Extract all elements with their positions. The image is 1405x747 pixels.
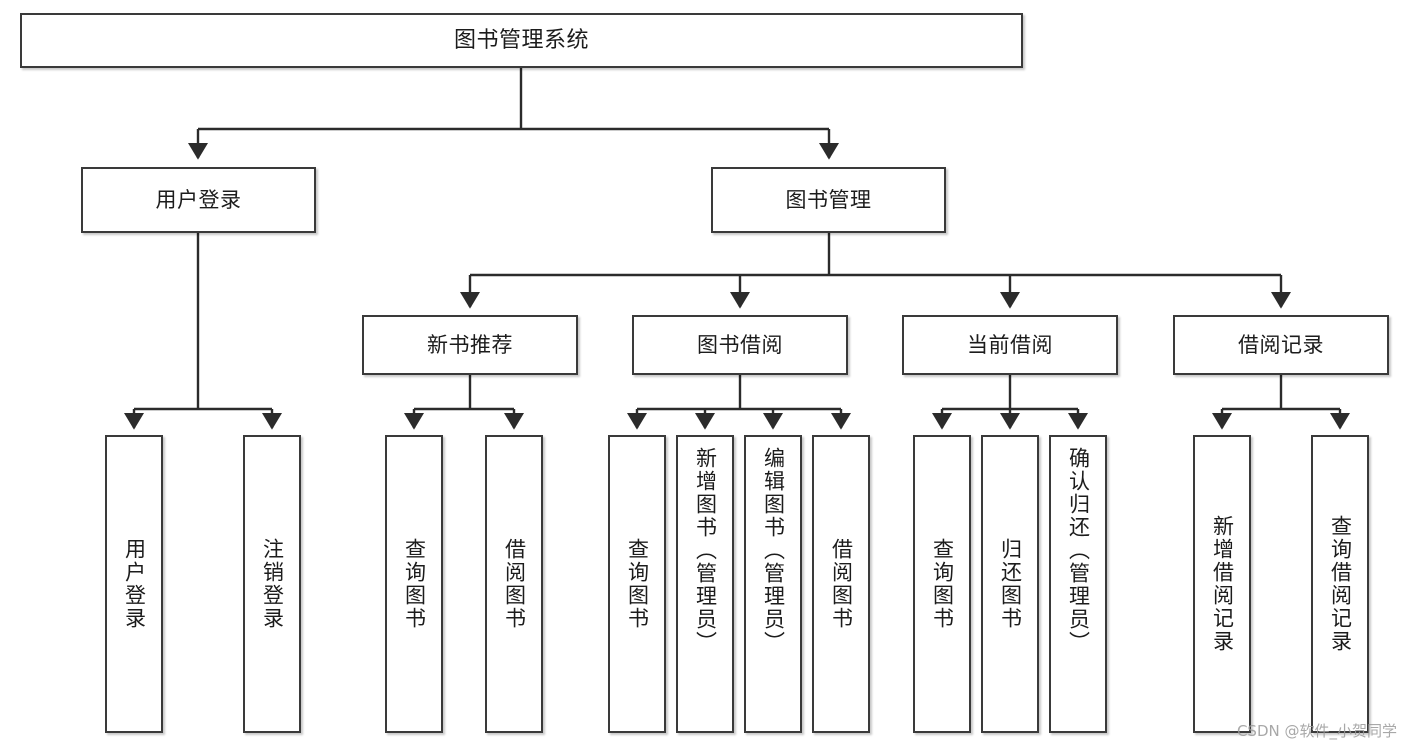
- leaf-new-book-query[interactable]: 查询图书: [385, 435, 443, 733]
- node-new-book-recommend[interactable]: 新书推荐: [362, 315, 578, 375]
- node-root-book-management-system[interactable]: 图书管理系统: [20, 13, 1023, 68]
- node-label: 图书借阅: [697, 332, 783, 357]
- leaf-label: 查询图书: [625, 538, 650, 630]
- leaf-label: 确认归还（管理员）: [1066, 447, 1091, 654]
- leaf-book-borrow-borrow[interactable]: 借阅图书: [812, 435, 870, 733]
- node-borrow-record[interactable]: 借阅记录: [1173, 315, 1389, 375]
- leaf-borrow-record-query[interactable]: 查询借阅记录: [1311, 435, 1369, 733]
- node-current-borrow[interactable]: 当前借阅: [902, 315, 1118, 375]
- leaf-book-borrow-edit[interactable]: 编辑图书（管理员）: [744, 435, 802, 733]
- node-label: 借阅记录: [1238, 332, 1324, 357]
- leaf-label: 借阅图书: [502, 538, 527, 630]
- leaf-user-login-signin[interactable]: 用户登录: [105, 435, 163, 733]
- leaf-new-book-borrow[interactable]: 借阅图书: [485, 435, 543, 733]
- leaf-label: 查询图书: [930, 538, 955, 630]
- node-book-management[interactable]: 图书管理: [711, 167, 946, 233]
- leaf-label: 新增借阅记录: [1210, 515, 1235, 653]
- node-label: 当前借阅: [967, 332, 1053, 357]
- leaf-label: 注销登录: [260, 538, 285, 630]
- leaf-user-login-signout[interactable]: 注销登录: [243, 435, 301, 733]
- leaf-borrow-record-add[interactable]: 新增借阅记录: [1193, 435, 1251, 733]
- leaf-book-borrow-add[interactable]: 新增图书（管理员）: [676, 435, 734, 733]
- leaf-label: 查询借阅记录: [1328, 515, 1353, 653]
- node-label: 图书管理系统: [453, 27, 589, 53]
- leaf-label: 查询图书: [402, 538, 427, 630]
- leaf-label: 用户登录: [122, 538, 147, 630]
- leaf-label: 编辑图书（管理员）: [761, 447, 786, 654]
- leaf-current-borrow-return[interactable]: 归还图书: [981, 435, 1039, 733]
- leaf-label: 新增图书（管理员）: [693, 447, 718, 654]
- node-user-login[interactable]: 用户登录: [81, 167, 316, 233]
- node-book-borrow[interactable]: 图书借阅: [632, 315, 848, 375]
- leaf-current-borrow-query[interactable]: 查询图书: [913, 435, 971, 733]
- leaf-book-borrow-query[interactable]: 查询图书: [608, 435, 666, 733]
- node-label: 用户登录: [155, 187, 242, 212]
- leaf-label: 归还图书: [998, 538, 1023, 630]
- leaf-current-borrow-confirm-return[interactable]: 确认归还（管理员）: [1049, 435, 1107, 733]
- leaf-label: 借阅图书: [829, 538, 854, 630]
- node-label: 新书推荐: [427, 332, 513, 357]
- node-label: 图书管理: [785, 187, 872, 212]
